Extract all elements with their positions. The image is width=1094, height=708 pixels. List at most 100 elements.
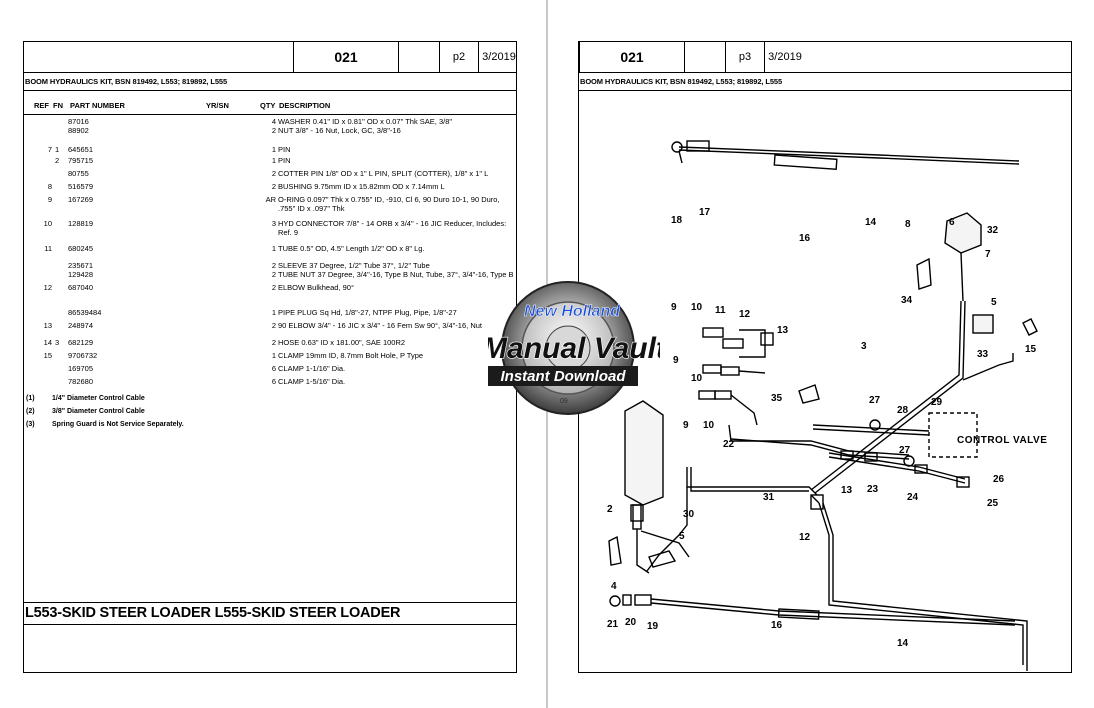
svg-text:9: 9: [683, 420, 689, 431]
column-header-rule: [24, 114, 516, 115]
col-description: DESCRIPTION: [279, 101, 331, 110]
qty-cell: 1: [271, 156, 276, 165]
dial-number: 09: [560, 398, 568, 405]
svg-text:16: 16: [799, 233, 811, 244]
svg-text:23: 23: [867, 484, 879, 495]
svg-text:28: 28: [897, 405, 909, 416]
svg-text:5: 5: [991, 297, 997, 308]
description-cell: CLAMP 1-5/16" Dia.: [278, 377, 346, 386]
part-number-cell: 128819: [68, 219, 94, 228]
fn-cell: 3: [55, 338, 60, 347]
qty-cell: 3: [271, 219, 276, 228]
part-number-cell: 680245: [68, 244, 94, 253]
header-blank-cell: [685, 42, 726, 72]
part-number-cell: 795715: [68, 156, 94, 165]
part-number-cell: 782680: [68, 377, 94, 386]
qty-cell: 2: [271, 321, 276, 330]
svg-text:12: 12: [799, 532, 811, 543]
svg-text:10: 10: [691, 373, 703, 384]
part-number-cell: 682129: [68, 338, 94, 347]
description-cell: NUT 3/8" - 16 Nut, Lock, GC, 3/8"-16: [278, 126, 401, 135]
part-number-cell: 9706732: [68, 351, 98, 360]
part-number-cell: 687040: [68, 283, 94, 292]
description-cell: PIPE PLUG Sq Hd, 1/8"-27, NTPF Plug, Pip…: [278, 308, 457, 317]
svg-text:6: 6: [949, 217, 955, 228]
ref-cell: 8: [47, 182, 52, 191]
qty-cell: 2: [271, 338, 276, 347]
page-date: 3/2019: [482, 51, 516, 63]
qty-cell: 2: [271, 182, 276, 191]
part-number-cell: 129428: [68, 270, 94, 279]
svg-text:2: 2: [607, 504, 613, 515]
svg-text:16: 16: [771, 620, 783, 631]
page-header-box: 021 p2 3/2019: [293, 42, 519, 72]
description-cell: PIN: [278, 156, 291, 165]
part-number-cell: 167269: [68, 195, 94, 204]
description-cell: COTTER PIN 1/8" OD x 1" L PIN, SPLIT (CO…: [278, 169, 489, 178]
qty-cell: AR: [265, 195, 276, 204]
description-cell: PIN: [278, 145, 291, 154]
svg-text:21: 21: [607, 619, 619, 630]
model-name: L553-SKID STEER LOADER L555-SKID STEER L…: [25, 605, 401, 621]
svg-text:10: 10: [691, 302, 703, 313]
model-rule-bottom: [24, 624, 516, 625]
svg-text:29: 29: [931, 397, 943, 408]
svg-text:33: 33: [977, 349, 989, 360]
svg-text:9: 9: [671, 302, 677, 313]
svg-text:25: 25: [987, 498, 999, 509]
svg-text:15: 15: [1025, 344, 1037, 355]
ref-cell: 15: [43, 351, 52, 360]
svg-text:31: 31: [763, 492, 775, 503]
svg-text:5: 5: [679, 531, 685, 542]
svg-text:12: 12: [739, 309, 751, 320]
svg-text:27: 27: [899, 445, 911, 456]
svg-text:26: 26: [993, 474, 1005, 485]
part-number-cell: 235671: [68, 261, 94, 270]
svg-text:27: 27: [869, 395, 881, 406]
svg-text:9: 9: [673, 355, 679, 366]
part-number-cell: 169705: [68, 364, 94, 373]
svg-text:22: 22: [723, 439, 735, 450]
description-cell: WASHER 0.41" ID x 0.81" OD x 0.07" Thk S…: [278, 117, 453, 126]
kit-title: BOOM HYDRAULICS KIT, BSN 819492, L553; 8…: [25, 77, 228, 86]
header-rule: [24, 72, 516, 73]
svg-text:13: 13: [841, 485, 853, 496]
part-number-cell: 645651: [68, 145, 94, 154]
description-cell: O-RING 0.097" Thk x 0.755" ID, -910, Cl …: [278, 195, 500, 213]
qty-cell: 1: [271, 145, 276, 154]
col-yrsn: YR/SN: [206, 101, 229, 110]
page-date: 3/2019: [768, 51, 802, 63]
svg-text:19: 19: [647, 621, 659, 632]
svg-text:3: 3: [861, 341, 867, 352]
svg-text:17: 17: [699, 207, 711, 218]
ref-cell: 13: [43, 321, 52, 330]
watermark-title: Manual Vault: [488, 332, 660, 365]
parts-list-page: 021 p2 3/2019 BOOM HYDRAULICS KIT, BSN 8…: [23, 41, 517, 673]
svg-text:35: 35: [771, 393, 783, 404]
description-cell: CLAMP 1-1/16" Dia.: [278, 364, 346, 373]
svg-text:8: 8: [905, 219, 911, 230]
col-fn: FN: [53, 101, 63, 110]
qty-cell: 4: [271, 117, 276, 126]
qty-cell: 6: [271, 377, 276, 386]
svg-text:34: 34: [901, 295, 913, 306]
svg-text:7: 7: [985, 249, 991, 260]
qty-cell: 2: [271, 270, 276, 279]
control-valve-label: CONTROL VALVE: [957, 435, 1047, 446]
svg-text:10: 10: [703, 420, 715, 431]
svg-text:13: 13: [777, 325, 789, 336]
svg-text:30: 30: [683, 509, 695, 520]
description-cell: HYD CONNECTOR 7/8" - 14 ORB x 3/4" - 16 …: [278, 219, 507, 237]
svg-text:4: 4: [611, 581, 617, 592]
section-number: 021: [580, 42, 685, 72]
description-cell: CLAMP 19mm ID, 8.7mm Bolt Hole, P Type: [278, 351, 424, 360]
description-cell: TUBE 0.5" OD, 4.5" Length 1/2" OD x 8" L…: [278, 244, 425, 253]
page-number: p2: [440, 42, 479, 72]
header-blank-cell: [399, 42, 440, 72]
ref-cell: 7: [47, 145, 52, 154]
manual-vault-logo: 09 New Holland Manual Vault Instant Down…: [488, 281, 660, 415]
svg-text:18: 18: [671, 215, 683, 226]
part-number-cell: 88902: [68, 126, 89, 135]
title-rule: [579, 90, 1071, 91]
part-number-cell: 80755: [68, 169, 89, 178]
